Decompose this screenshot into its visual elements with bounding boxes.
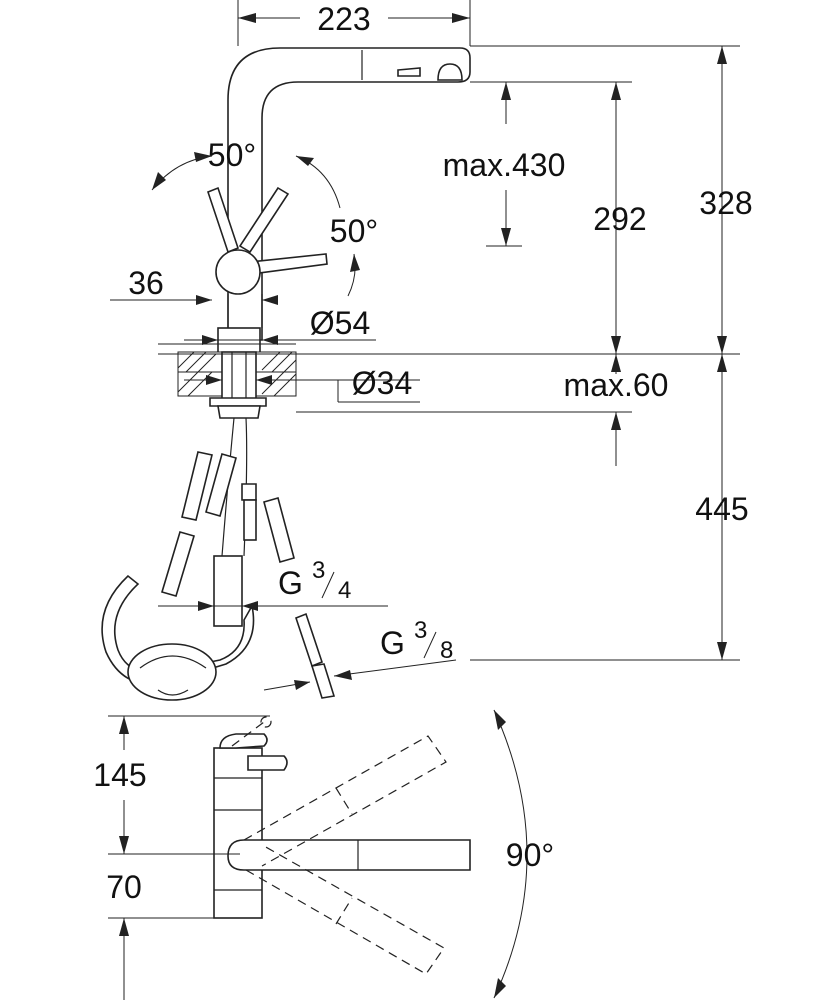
plan-lever-alt [231,721,265,747]
pull-out-weight [213,555,243,627]
hose-fitting-left [161,531,195,597]
hose-right-segment [263,497,295,563]
label-g34-main: G [278,565,303,601]
label-angle-90: 90° [506,837,554,873]
hose-g38-tail [310,663,336,699]
label-g38-main: G [380,625,405,661]
label-max-430: max.430 [443,147,566,183]
shank [221,351,257,401]
spout-button [397,67,421,77]
label-width-223: 223 [317,1,370,37]
plan-lever-tip [247,755,288,771]
faucet-side-view [101,47,471,701]
label-height-445: 445 [695,491,748,527]
plan-body [213,747,263,919]
mixer-body-round [215,249,261,295]
label-dia-34: Ø34 [352,365,412,401]
label-height-292: 292 [593,201,646,237]
plan-spout [227,839,471,871]
label-g38-frac-slash [423,631,437,659]
hose-g38-fitting [295,612,323,668]
faucet-base [217,327,261,355]
dimension-lines [110,0,740,691]
label-g38-frac-bottom: 8 [440,637,453,664]
countertop-hatching [177,351,297,397]
hose-connector-tube [243,499,257,541]
mounting-plate [217,405,261,419]
mounting-nut [209,397,267,407]
lever-right-position [238,186,290,254]
label-g34-frac-slash [321,571,335,599]
spray-head [437,63,463,81]
lever-left-position [207,186,239,254]
label-g38-frac-top: 3 [414,617,427,644]
label-145: 145 [93,757,146,793]
label-max-60: max.60 [564,367,669,403]
label-g34-frac-top: 3 [312,557,325,584]
label-70: 70 [106,869,142,905]
label-angle-left: 50° [208,137,256,173]
label-g34-frac-bottom: 4 [338,577,351,604]
faucet-plan-view [108,709,528,1000]
spray-head-bottom [127,643,217,701]
hose-connector [241,483,257,501]
spray-head-detail [139,655,207,669]
label-angle-right: 50° [330,213,378,249]
plan-lever [219,733,268,749]
hose-left-segment [181,451,213,521]
label-dia-54: Ø54 [310,305,370,341]
label-height-328: 328 [699,185,752,221]
label-36: 36 [128,265,164,301]
spout [227,47,471,341]
dimension-labels: 223 50° 50° max.430 292 328 36 Ø54 Ø34 m… [93,1,752,905]
angle-90-arc [493,709,528,999]
hose-inner-segment [205,453,237,517]
spray-head-detail-2 [157,689,189,696]
